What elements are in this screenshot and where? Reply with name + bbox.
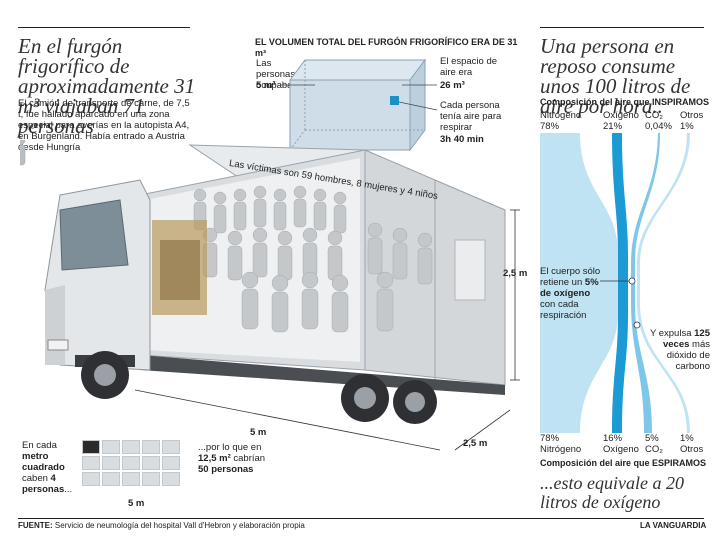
grid-bold1: metro cuadrado xyxy=(22,451,65,473)
volume-air-value: 26 m³ xyxy=(440,80,465,91)
grid-right-prefix: ...por lo que en xyxy=(198,442,262,453)
expire-nitrogen-name: Nitrógeno xyxy=(540,444,582,455)
grid-cell xyxy=(102,440,120,454)
expire-oxygen: 16% Oxígeno xyxy=(603,433,639,455)
retain-prefix: El cuerpo sólo retiene un xyxy=(540,266,601,288)
brand-logo: LA VANGUARDIA xyxy=(640,521,707,530)
inspire-co2-name: CO₂ xyxy=(645,110,663,121)
expel-text: Y expulsa 125 veces más dióxido de carbo… xyxy=(648,328,710,372)
expire-oxygen-name: Oxígeno xyxy=(603,444,639,455)
volume-air-label: El espacio de aire era xyxy=(440,56,498,78)
grid-cell xyxy=(142,456,160,470)
expire-other-value: 1% xyxy=(680,433,694,444)
retain-bold: 5% de oxígeno xyxy=(540,277,599,299)
square-meter-grid xyxy=(82,440,180,486)
inspire-other-value: 1% xyxy=(680,121,694,132)
left-title: En el furgón frigorífico de aproximadame… xyxy=(18,34,196,138)
truck-width-label: 2,5 m xyxy=(463,438,488,449)
grid-cell xyxy=(142,440,160,454)
retain-text: El cuerpo sólo retiene un 5% de oxígeno … xyxy=(540,266,602,321)
right-footer: ...esto equivale a 20 litros de oxígeno xyxy=(540,473,684,512)
source-line: FUENTE: Servicio de neumología del hospi… xyxy=(18,521,305,530)
right-title: Una persona en reposo consume unos 100 l… xyxy=(540,34,691,118)
grid-cell xyxy=(102,472,120,486)
expire-co2-name: CO₂ xyxy=(645,444,663,455)
grid-mid: caben xyxy=(22,473,48,484)
inspire-co2: CO₂ 0,04% xyxy=(645,110,672,132)
volume-box-diagram xyxy=(280,58,438,152)
inspire-nitrogen: Nitrógeno 78% xyxy=(540,110,581,132)
grid-cell xyxy=(122,456,140,470)
top-rule-left xyxy=(18,27,190,28)
inspire-oxygen-name: Oxígeno xyxy=(603,110,639,121)
grid-cell-occupied xyxy=(82,440,100,454)
grid-right-bold2: 50 personas xyxy=(198,464,254,475)
grid-cell xyxy=(142,472,160,486)
grid-cell xyxy=(102,456,120,470)
source-label: FUENTE: xyxy=(18,521,53,530)
grid-cell xyxy=(122,472,140,486)
expire-nitrogen: 78% Nitrógeno xyxy=(540,433,581,455)
expire-oxygen-value: 16% xyxy=(603,433,623,444)
expire-co2: 5% CO₂ xyxy=(645,433,663,455)
grid-cell xyxy=(82,472,100,486)
bottom-rule xyxy=(18,518,704,519)
air-flow-diagram xyxy=(540,133,690,433)
inspire-nitrogen-value: 78% xyxy=(540,121,560,132)
grid-cell xyxy=(162,440,180,454)
inspire-title: Composición del aire que INSPIRAMOS xyxy=(540,97,710,107)
grid-prefix: En cada xyxy=(22,440,57,451)
truck-length-label: 5 m xyxy=(250,427,267,438)
grid-cell xyxy=(162,472,180,486)
grid-cell xyxy=(122,440,140,454)
expire-title: Composición del aire que ESPIRAMOS xyxy=(540,458,707,468)
expire-other-name: Otros xyxy=(680,444,704,455)
volume-people-value: 5 m³ xyxy=(256,80,276,91)
grid-right-mid: cabrían xyxy=(233,453,266,464)
grid-right-bold: 12,5 m² xyxy=(198,453,231,464)
inspire-nitrogen-name: Nitrógeno xyxy=(540,110,582,121)
expire-co2-value: 5% xyxy=(645,433,659,444)
expel-bold: 125 veces xyxy=(662,328,710,350)
volume-title: EL VOLUMEN TOTAL DEL FURGÓN FRIGORÍFICO … xyxy=(255,37,518,58)
inspire-other: Otros 1% xyxy=(680,110,703,132)
expire-other: 1% Otros xyxy=(680,433,703,455)
inspire-other-name: Otros xyxy=(680,110,704,121)
expire-nitrogen-value: 78% xyxy=(540,433,560,444)
grid-cell xyxy=(162,456,180,470)
volume-each-label: Cada persona tenía aire para respirar xyxy=(440,100,502,133)
truck-height-label: 2,5 m xyxy=(503,268,528,279)
expel-suffix: más dióxido de carbono xyxy=(666,339,710,372)
grid-left-text: En cada metro cuadrado caben 4 personas.… xyxy=(22,440,80,495)
volume-people-label: Las personas ocupaban xyxy=(256,58,298,91)
grid-bold2: 4 personas xyxy=(22,473,65,495)
left-body: El camión de transporte de carne, de 7,5… xyxy=(18,98,190,153)
top-rule-right xyxy=(540,27,704,28)
inspire-oxygen-value: 21% xyxy=(603,121,623,132)
source-text: Servicio de neumología del hospital Vall… xyxy=(54,521,305,530)
truck-illustration xyxy=(20,140,520,451)
inspire-oxygen: Oxígeno 21% xyxy=(603,110,639,132)
inspire-co2-value: 0,04% xyxy=(645,121,672,132)
volume-each-value: 3h 40 min xyxy=(440,134,484,145)
expel-prefix: Y expulsa xyxy=(649,328,692,339)
grid-right-text: ...por lo que en 12,5 m² cabrían 50 pers… xyxy=(198,442,268,475)
grid-cell xyxy=(82,456,100,470)
retain-suffix: con cada respiración xyxy=(540,299,587,321)
grid-suffix: ... xyxy=(64,484,73,495)
grid-width-label: 5 m xyxy=(128,498,145,509)
